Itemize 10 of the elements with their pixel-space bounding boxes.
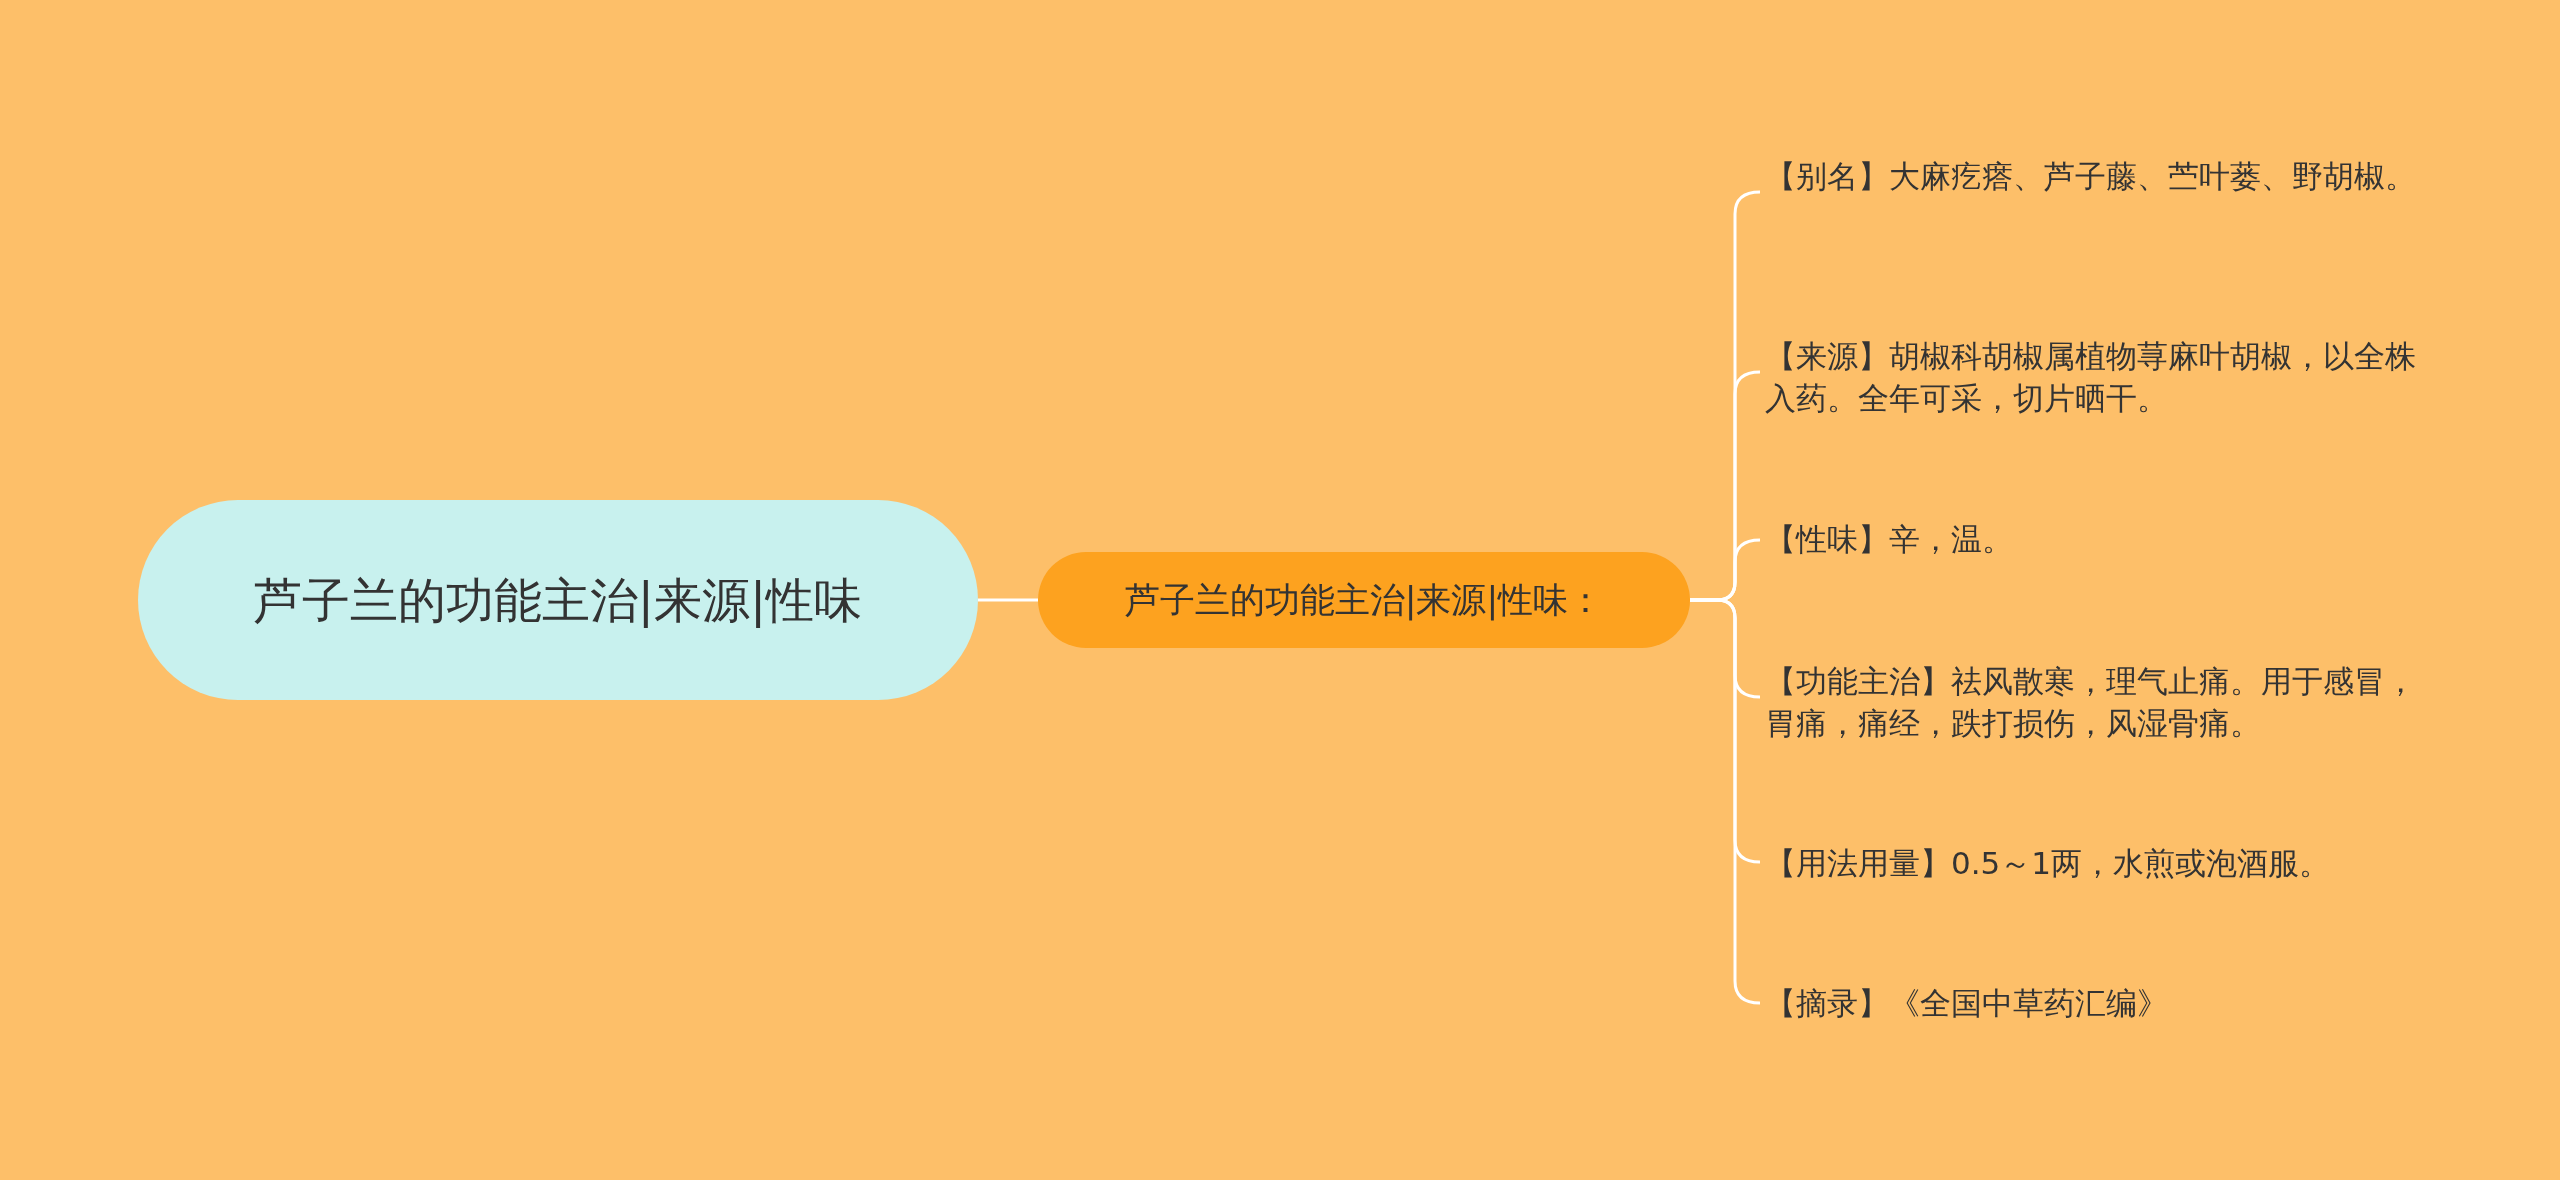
connector-line <box>978 598 1038 602</box>
branch-text: 【别名】大麻疙瘩、芦子藤、苎叶蒌、野胡椒。 <box>1765 155 2425 197</box>
branch-text: 【摘录】《全国中草药汇编》 <box>1765 982 2425 1024</box>
branch-text: 【性味】辛，温。 <box>1765 518 2425 560</box>
topic-pill: 芦子兰的功能主治|来源|性味： <box>1038 552 1690 648</box>
branch-text: 【用法用量】0.5～1两，水煎或泡酒服。 <box>1765 842 2425 884</box>
connector-line <box>1690 598 1761 1005</box>
branch-text: 【来源】胡椒科胡椒属植物荨麻叶胡椒，以全株入药。全年可采，切片晒干。 <box>1765 335 2425 419</box>
branch-text: 【功能主治】祛风散寒，理气止痛。用于感冒，胃痛，痛经，跌打损伤，风湿骨痛。 <box>1765 660 2425 744</box>
root-topic: 芦子兰的功能主治|来源|性味 <box>138 500 978 700</box>
